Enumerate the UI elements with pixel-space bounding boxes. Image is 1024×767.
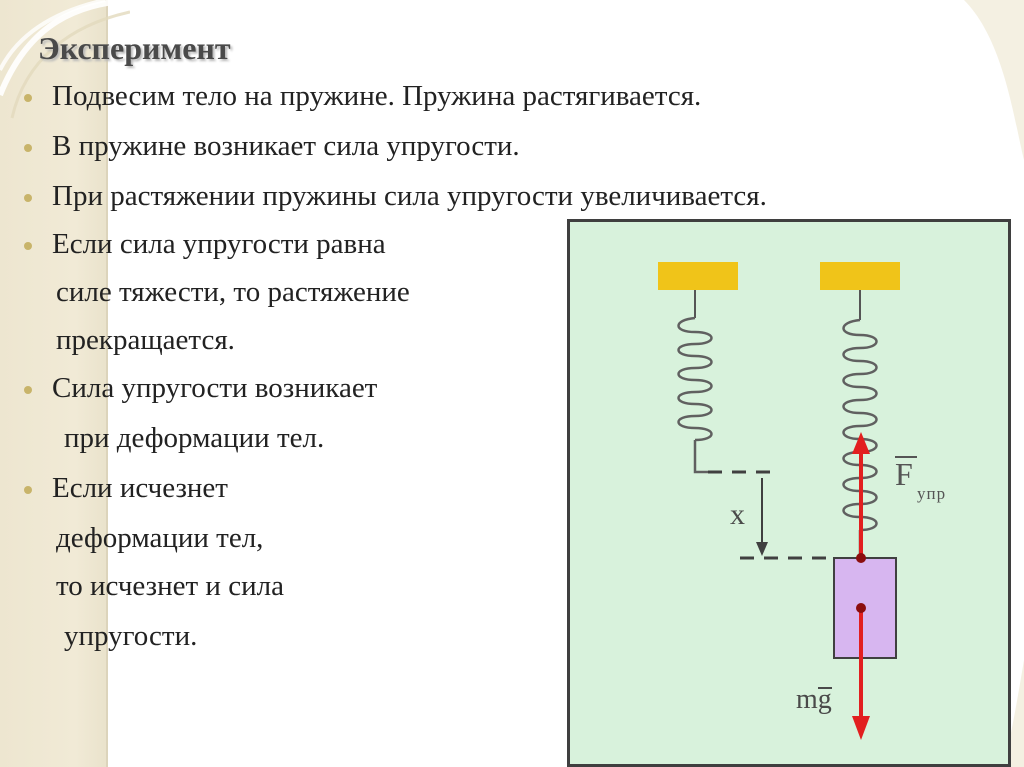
left-spring-coil — [677, 316, 713, 442]
elastic-force-arrow-head — [852, 432, 870, 454]
slide-title: Эксперимент — [38, 30, 231, 66]
extension-arrow-head — [756, 542, 768, 556]
bullet-marker — [24, 144, 32, 152]
spring-diagram: x F упр mg — [567, 219, 1011, 767]
bullet-text: силе тяжести, то растяжение — [56, 276, 410, 308]
bullet-marker — [24, 386, 32, 394]
left-spring-hook — [693, 440, 708, 474]
vector-bar — [818, 687, 832, 689]
bullet-text: Если исчезнет — [52, 472, 228, 504]
elastic-force-label: F — [895, 456, 913, 492]
elastic-force-subscript: упр — [917, 484, 947, 503]
bullet-text: то исчезнет и сила — [56, 570, 284, 602]
right-spring-coil — [842, 318, 878, 532]
bullet-marker — [24, 242, 32, 250]
bullet-text: деформации тел, — [56, 522, 264, 554]
bullet-text: Подвесим тело на пружине. Пружина растяг… — [52, 80, 702, 112]
extension-label: x — [730, 498, 745, 531]
right-support-block — [820, 262, 900, 290]
force-application-point — [856, 553, 866, 563]
bullet-text: при деформации тел. — [64, 422, 325, 454]
bullet-marker — [24, 94, 32, 102]
center-of-mass-point — [856, 603, 866, 613]
bullet-text: Если сила упругости равна — [52, 228, 386, 260]
bullet-text: При растяжении пружины сила упругости ув… — [52, 180, 767, 212]
decorative-left-band — [0, 0, 108, 767]
bullet-text: прекращается. — [56, 324, 235, 356]
bullet-text: упругости. — [64, 620, 198, 652]
gravity-arrow-head — [852, 716, 870, 740]
right-edge-decoration — [964, 0, 1024, 767]
bullet-marker — [24, 486, 32, 494]
gravity-force-label: mg — [796, 684, 832, 715]
bullet-text: В пружине возникает сила упругости. — [52, 130, 520, 162]
vector-bar — [895, 456, 917, 458]
bullet-marker — [24, 194, 32, 202]
bullet-text: Сила упругости возникает — [52, 372, 378, 404]
spring-diagram-drawing — [658, 262, 900, 740]
corner-swirl-decoration — [0, 0, 130, 119]
left-support-block — [658, 262, 738, 290]
